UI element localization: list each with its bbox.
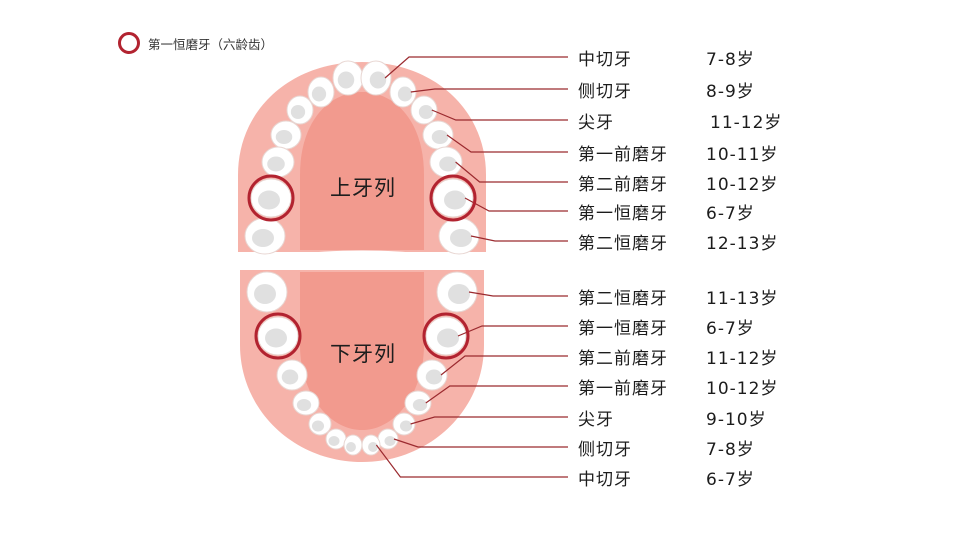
upper-row-canine: 尖牙 11-12岁	[578, 108, 808, 134]
leader-line-upper-central-incisor	[384, 56, 568, 79]
lower-left-first-molar-tooth	[257, 316, 299, 356]
lower-right-second-premolar-tooth	[416, 359, 448, 391]
upper-row-second-molar: 第二恒磨牙 12-13岁	[578, 229, 808, 255]
upper-row-lateral-incisor: 侧切牙 8-9岁	[578, 77, 808, 103]
upper-left-first-premolar-tooth	[270, 120, 302, 150]
tooth-name: 尖牙	[578, 410, 614, 430]
lower-left-lateral-incisor-tooth	[325, 428, 347, 450]
tooth-name: 第一前磨牙	[578, 379, 668, 399]
tooth-name: 第一前磨牙	[578, 145, 668, 165]
eruption-age: 6-7岁	[706, 319, 755, 339]
leader-line-lower-second-premolar	[440, 355, 568, 376]
leader-line-lower-first-molar	[457, 325, 568, 337]
teeth-group	[244, 60, 480, 456]
leader-line-upper-second-molar	[470, 235, 568, 242]
upper-right-second-premolar-tooth	[429, 146, 463, 178]
upper-left-first-molar-ring	[247, 174, 295, 222]
leader-line-upper-canine	[431, 109, 568, 121]
lower-right-first-premolar-tooth	[404, 390, 432, 416]
mouth-gap	[272, 250, 452, 267]
lower-arch-label: 下牙列	[330, 342, 396, 366]
legend-label: 第一恒磨牙（六龄齿）	[148, 36, 274, 52]
leader-line-lower-second-molar	[468, 291, 568, 297]
tooth-name: 第二恒磨牙	[578, 289, 668, 309]
lower-right-central-incisor-tooth	[361, 434, 381, 456]
upper-left-second-premolar-tooth	[261, 146, 295, 178]
tooth-name: 侧切牙	[578, 82, 632, 102]
lower-left-canine-tooth	[308, 412, 332, 436]
leader-line-upper-first-premolar	[446, 134, 568, 153]
upper-right-canine-tooth	[410, 95, 438, 125]
lower-right-first-molar-tooth	[425, 316, 467, 356]
upper-left-first-molar-tooth	[250, 178, 292, 218]
upper-row-second-premolar: 第二前磨牙 10-12岁	[578, 170, 808, 196]
eruption-age: 10-11岁	[706, 145, 779, 165]
tooth-name: 中切牙	[578, 50, 632, 70]
lower-row-canine: 尖牙 9-10岁	[578, 405, 808, 431]
legend: 第一恒磨牙（六龄齿）	[118, 32, 273, 54]
tooth-name: 第二前磨牙	[578, 349, 668, 369]
eruption-age: 6-7岁	[706, 470, 755, 490]
lower-left-first-premolar-tooth	[292, 390, 320, 416]
upper-left-canine-tooth	[286, 95, 314, 125]
lower-row-central-incisor: 中切牙 6-7岁	[578, 465, 808, 491]
lower-row-first-premolar: 第一前磨牙 10-12岁	[578, 374, 808, 400]
eruption-age: 10-12岁	[706, 175, 779, 195]
leader-line-lower-lateral-incisor	[393, 438, 568, 448]
tooth-name: 第二前磨牙	[578, 175, 668, 195]
lower-right-second-molar-tooth	[436, 271, 478, 313]
lower-left-second-premolar-tooth	[276, 359, 308, 391]
eruption-age: 7-8岁	[706, 50, 755, 70]
upper-right-first-premolar-tooth	[422, 120, 454, 150]
upper-right-first-molar-ring	[429, 174, 477, 222]
eruption-age: 7-8岁	[706, 440, 755, 460]
legend-ring-icon	[118, 32, 140, 54]
lower-row-second-molar: 第二恒磨牙 11-13岁	[578, 284, 808, 310]
lower-row-first-molar: 第一恒磨牙 6-7岁	[578, 314, 808, 340]
tooth-name: 第二恒磨牙	[578, 234, 668, 254]
tooth-name: 第一恒磨牙	[578, 319, 668, 339]
leader-line-lower-canine	[410, 416, 568, 425]
highlight-rings-group	[247, 174, 477, 360]
lower-tongue	[300, 272, 424, 430]
leader-line-upper-lateral-incisor	[410, 88, 568, 93]
lower-left-first-molar-ring	[254, 312, 302, 360]
eruption-age: 11-13岁	[706, 289, 779, 309]
tooth-name: 侧切牙	[578, 440, 632, 460]
eruption-age: 11-12岁	[710, 113, 783, 133]
leader-lines-group	[375, 56, 568, 478]
lower-right-canine-tooth	[392, 412, 416, 436]
eruption-age: 8-9岁	[706, 82, 755, 102]
upper-row-first-premolar: 第一前磨牙 10-11岁	[578, 140, 808, 166]
upper-right-lateral-incisor-tooth	[389, 76, 417, 108]
upper-row-first-molar: 第一恒磨牙 6-7岁	[578, 199, 808, 225]
lower-left-second-molar-tooth	[246, 271, 288, 313]
upper-left-central-incisor-tooth	[332, 60, 364, 96]
eruption-age: 11-12岁	[706, 349, 779, 369]
lower-right-first-molar-ring	[422, 312, 470, 360]
leader-line-lower-first-premolar	[425, 385, 568, 404]
upper-right-first-molar-tooth	[432, 178, 474, 218]
upper-arch-label: 上牙列	[330, 176, 396, 200]
upper-right-central-incisor-tooth	[360, 60, 392, 96]
eruption-age: 10-12岁	[706, 379, 779, 399]
upper-left-lateral-incisor-tooth	[307, 76, 335, 108]
eruption-age: 6-7岁	[706, 204, 755, 224]
tooth-name: 第一恒磨牙	[578, 204, 668, 224]
lower-row-lateral-incisor: 侧切牙 7-8岁	[578, 435, 808, 461]
tooth-name: 中切牙	[578, 470, 632, 490]
upper-palate	[300, 92, 424, 250]
lower-row-second-premolar: 第二前磨牙 11-12岁	[578, 344, 808, 370]
lower-left-central-incisor-tooth	[343, 434, 363, 456]
eruption-age: 12-13岁	[706, 234, 779, 254]
leader-line-lower-central-incisor	[375, 444, 568, 478]
eruption-age: 9-10岁	[706, 410, 767, 430]
tooth-name: 尖牙	[578, 113, 614, 133]
upper-row-central-incisor: 中切牙 7-8岁	[578, 45, 808, 71]
leader-line-upper-second-premolar	[455, 161, 568, 183]
leader-line-upper-first-molar	[464, 197, 568, 212]
upper-left-second-molar-tooth	[244, 217, 286, 255]
